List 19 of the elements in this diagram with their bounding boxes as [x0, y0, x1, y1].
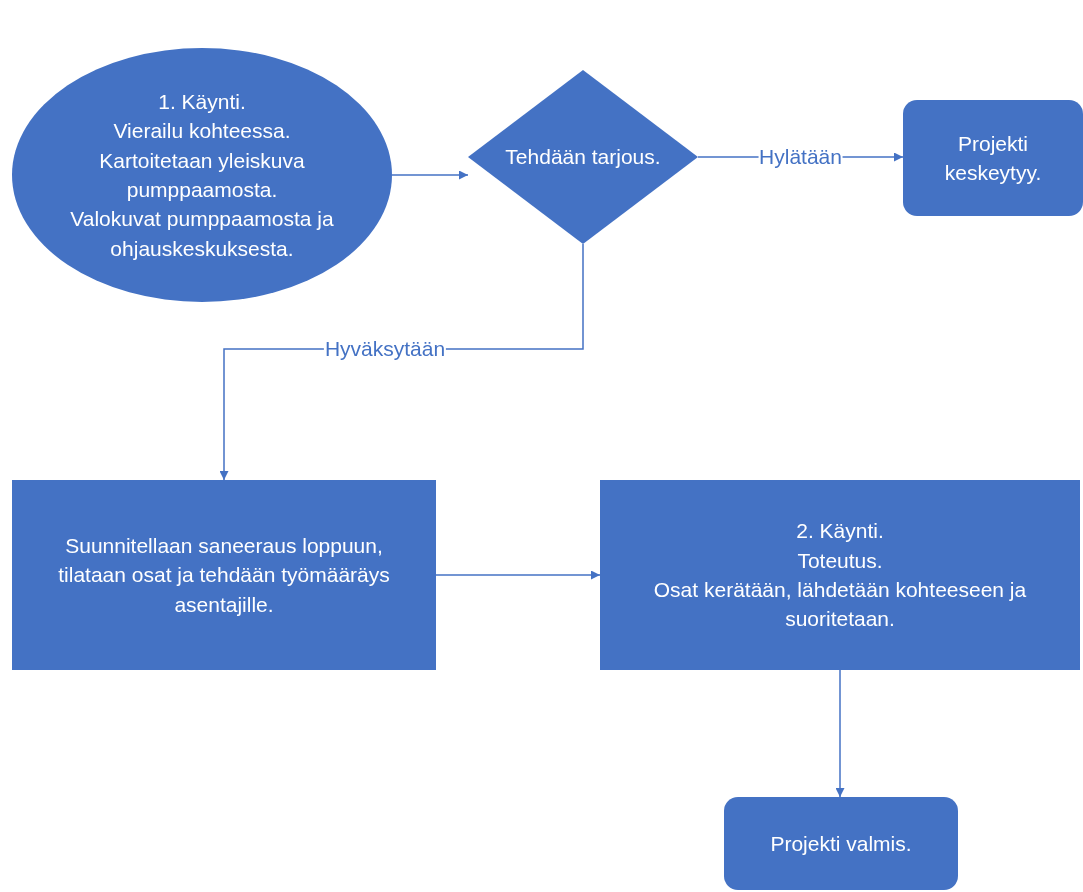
node-text: Osat kerätään, lähdetään kohteeseen ja suoritetaan.	[652, 577, 1028, 633]
node-text: Projekti keskeytyy.	[943, 130, 1043, 186]
decision-diamond	[468, 70, 698, 244]
node-text: Kartoitetaan yleiskuva pumppaamosta.	[98, 147, 306, 203]
node-text: Projekti valmis.	[770, 830, 912, 857]
terminal-box	[724, 797, 958, 890]
node-text: Toteutus.	[797, 547, 883, 574]
arrow	[391, 170, 469, 180]
process-box	[12, 480, 436, 670]
node-text: Vierailu kohteessa.	[113, 118, 291, 145]
node-text: 1. Käynti.	[158, 88, 246, 115]
process-box	[600, 480, 1080, 670]
node-text: 2. Käynti.	[796, 518, 884, 545]
node-text: Tehdään tarjous.	[505, 144, 661, 171]
terminal-box	[903, 100, 1083, 216]
arrow	[835, 669, 845, 798]
node-text: Valokuvat pumppaamosta ja ohjauskeskuksesta.	[69, 206, 335, 262]
arrow	[435, 570, 601, 580]
node-text: Suunnitellaan saneeraus loppuun, tilataan osat ja tehdään työmääräys asentajille.	[57, 532, 391, 618]
